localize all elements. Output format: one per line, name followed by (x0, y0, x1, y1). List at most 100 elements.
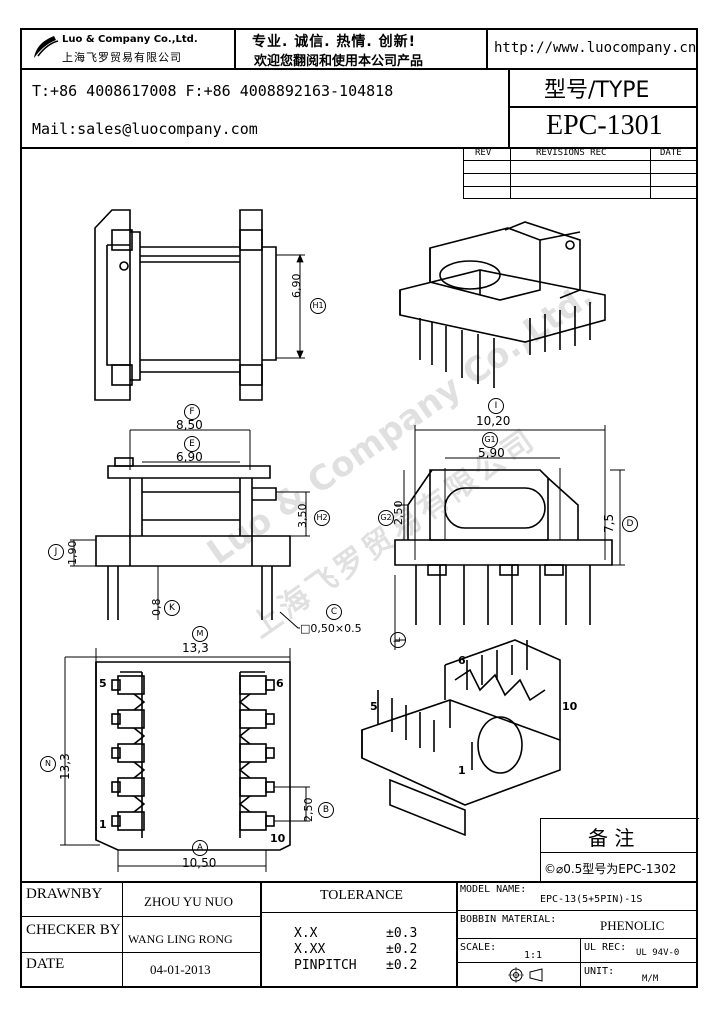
label-n: N (40, 756, 56, 772)
titleblock-col (122, 881, 123, 988)
titleblock-col (260, 881, 262, 988)
revision-col-rev: REV (475, 148, 492, 158)
website-url[interactable]: http://www.luocompany.cn (494, 40, 697, 56)
front-view-right (394, 425, 625, 650)
tol-val-2: ±0.2 (386, 942, 418, 957)
model-name-label: MODEL NAME: (460, 884, 527, 895)
tol-val-1: ±0.3 (386, 926, 418, 941)
checker-label: CHECKER BY (26, 922, 121, 938)
scale-label: SCALE: (460, 942, 497, 953)
unit-value: M/M (642, 974, 659, 984)
dim-pin-section: □0,50×0.5 (300, 622, 362, 635)
label-g2: G2 (378, 510, 394, 526)
email: Mail:sales@luocompany.com (32, 120, 258, 138)
dim-10-50: 10,50 (182, 856, 217, 870)
iso-pin-label-5: 5 (370, 700, 378, 713)
date-value: 04-01-2013 (150, 962, 211, 977)
notes-box (540, 818, 699, 883)
label-e: E (184, 436, 200, 452)
dim-10-20: 10,20 (476, 414, 511, 428)
dim-7-5: 7,5 (602, 513, 616, 533)
date-label: DATE (26, 956, 65, 972)
drawnby-value: ZHOU YU NUO (144, 894, 234, 909)
tol-key-3: PINPITCH (294, 958, 357, 973)
isometric-view-top (399, 221, 606, 388)
titleblock-row (20, 952, 260, 953)
type-label: 型号/TYPE (544, 78, 650, 103)
header-divider (234, 28, 236, 69)
pin-label-10: 10 (270, 832, 286, 845)
dim-0-8: 0,8 (150, 598, 163, 617)
titleblock-row (456, 938, 698, 939)
revision-row-line (463, 198, 698, 199)
tol-val-3: ±0.2 (386, 958, 418, 973)
revision-row-line (463, 160, 698, 161)
label-m: M (192, 626, 208, 642)
revision-row-line (463, 173, 698, 174)
titleblock-top (20, 881, 698, 883)
iso-pin-label-1: 1 (458, 764, 466, 777)
iso-pin-label-10: 10 (562, 700, 578, 713)
titleblock-col (580, 938, 581, 988)
dim-13-3: 13,3 (182, 641, 209, 655)
bobbin-material-value: PHENOLIC (600, 918, 665, 933)
phone-fax: T:+86 4008617008 F:+86 4008892163-104818 (32, 82, 394, 100)
tol-key-1: X.X (294, 926, 318, 941)
slogan-line2: 欢迎您翻阅和使用本公司产品 (254, 54, 424, 69)
header-divider (508, 106, 698, 108)
dim-8-50: 8,50 (176, 418, 203, 432)
side-view-top (94, 209, 305, 401)
revision-col-date: DATE (660, 148, 682, 158)
notes-text: ©⌀0.5型号为EPC-1302 (544, 862, 677, 876)
dim-2-50-pitch: 2,50 (302, 797, 315, 823)
company-name-cn: 上海飞罗贸易有限公司 (62, 51, 182, 64)
notes-title: 备 注 (588, 826, 635, 850)
slogan-line1: 专业. 诚信. 热情. 创新! (252, 34, 416, 50)
iso-pin-label-6: 6 (458, 654, 466, 667)
header-divider (20, 68, 698, 70)
label-d: D (622, 516, 638, 532)
revision-row-line (463, 186, 698, 187)
label-c: C (326, 604, 342, 620)
pin-label-1: 1 (99, 818, 107, 831)
revision-col-line (650, 147, 651, 199)
label-h1: H1 (310, 298, 326, 314)
label-l: L (390, 632, 406, 648)
ul-rec-value: UL 94V-0 (636, 948, 680, 958)
model-number: EPC-1301 (546, 110, 663, 141)
dim-13-3-vertical: 13,3 (58, 753, 72, 780)
notes-divider (540, 852, 698, 853)
label-g1: G1 (482, 432, 498, 448)
top-view-bottom (60, 648, 310, 872)
header-divider (486, 28, 488, 69)
company-name-en: Luo & Company Co.,Ltd. (62, 34, 198, 45)
titleblock-row (456, 962, 698, 963)
label-h2: H2 (314, 510, 330, 526)
tol-key-2: X.XX (294, 942, 326, 957)
dim-1-90: 1,90 (66, 540, 79, 566)
titleblock-row (456, 910, 698, 911)
dim-5-90: 5,90 (478, 446, 505, 460)
dim-6-90-vertical: 6,90 (290, 273, 303, 299)
label-f: F (184, 404, 200, 420)
unit-label: UNIT: (584, 966, 615, 977)
label-k: K (164, 600, 180, 616)
front-view-middle (70, 429, 310, 629)
label-i: I (488, 398, 504, 414)
revision-col-rec: REVISIONS REC (536, 148, 607, 158)
scale-value: 1:1 (524, 950, 543, 961)
checker-value: WANG LING RONG (128, 932, 233, 946)
bobbin-material-label: BOBBIN MATERIAL: (460, 914, 557, 925)
drawnby-label: DRAWNBY (26, 886, 103, 902)
header-divider (20, 147, 698, 149)
titleblock-row (20, 916, 260, 917)
dim-6-90: 6,90 (176, 450, 203, 464)
label-j: J (48, 544, 64, 560)
company-logo (30, 34, 60, 62)
projection-symbol-icon (508, 966, 548, 984)
pin-label-5: 5 (99, 677, 107, 690)
label-b: B (318, 802, 334, 818)
titleblock-col (456, 881, 458, 988)
ul-rec-label: UL REC: (584, 942, 627, 953)
